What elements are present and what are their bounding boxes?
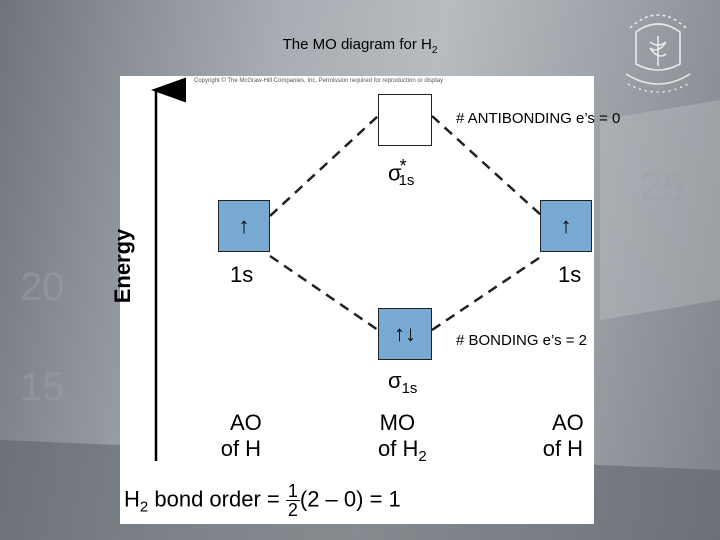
university-logo-emblem	[625, 14, 691, 93]
bonding-electron-count: # BONDING e’s = 2	[456, 332, 588, 349]
svg-text:15: 15	[20, 365, 65, 409]
left-ao-orbital-box: ↑	[218, 200, 270, 252]
right-column-caption: AO of H	[542, 410, 584, 461]
diagram-lines	[151, 77, 543, 461]
bonding-orbital-label: σ1s	[388, 368, 418, 397]
antibonding-orbital-label: σ*1s	[388, 156, 415, 190]
copyright-notice: Copyright © The McGraw-Hill Companies, I…	[194, 78, 444, 84]
left-column-caption: AO of H	[220, 410, 262, 461]
page-title: The MO diagram for H2	[282, 36, 438, 56]
dash-bonding-to-right	[431, 254, 543, 332]
antibonding-orbital-box	[378, 94, 432, 146]
dash-left-to-antibonding	[269, 115, 379, 217]
antibonding-electron-count: # ANTIBONDING e’s = 0	[456, 110, 621, 127]
right-ao-orbital-box: ↑	[540, 200, 592, 252]
svg-text:20: 20	[20, 265, 65, 309]
dash-left-to-bonding	[269, 254, 379, 332]
middle-column-caption: MO of H2	[378, 410, 427, 465]
right-ao-label: 1s	[558, 262, 582, 287]
energy-axis-label: Energy	[110, 228, 135, 304]
svg-text:25: 25	[640, 165, 685, 209]
left-ao-label: 1s	[230, 262, 254, 287]
dash-antibonding-to-right	[431, 115, 543, 217]
bonding-orbital-box: ↑↓	[378, 308, 432, 360]
mo-diagram-panel: Copyright © The McGraw-Hill Companies, I…	[110, 76, 594, 524]
